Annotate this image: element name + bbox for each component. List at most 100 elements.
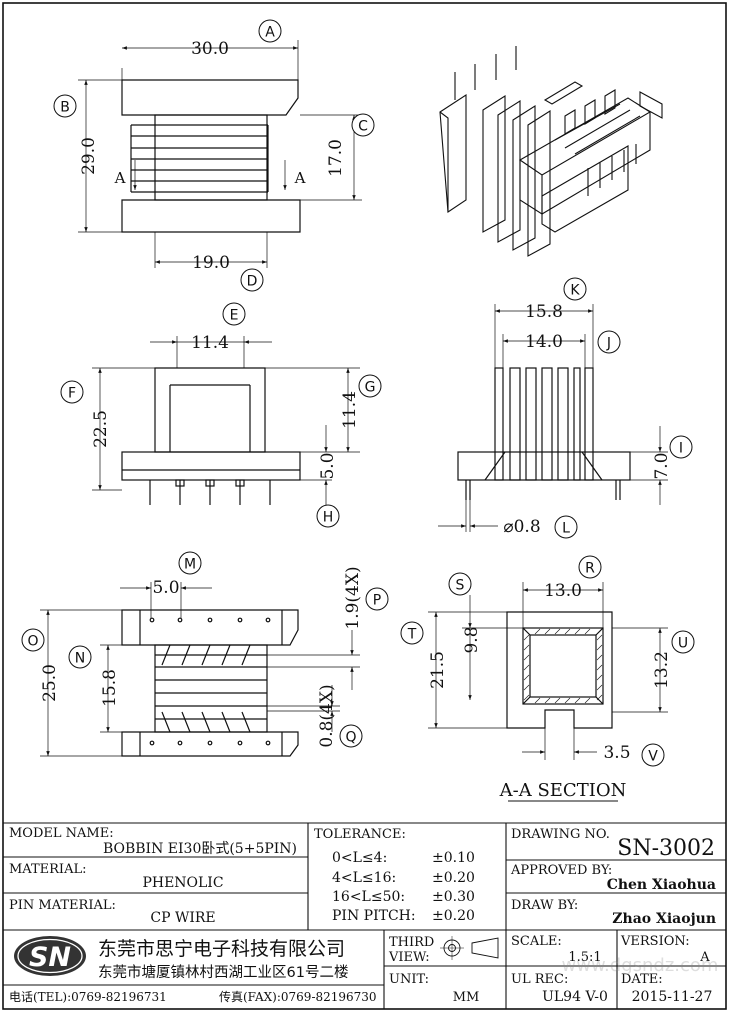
third-view-label-line1: THIRD: [389, 935, 434, 950]
balloon-n: N: [68, 645, 92, 669]
balloon-i: I: [669, 435, 693, 459]
dim-b: 29.0: [79, 137, 99, 175]
balloon-r-label: R: [585, 561, 595, 577]
balloon-l: L: [554, 515, 578, 539]
dim-v: 3.5: [603, 743, 630, 763]
balloon-e: E: [222, 302, 246, 326]
bottom-view: [40, 582, 360, 757]
dim-g: 11.4: [340, 391, 360, 429]
version-label: VERSION:: [620, 934, 690, 949]
balloon-f-label: F: [68, 386, 76, 402]
balloon-q: Q: [339, 724, 363, 748]
unit-value: MM: [453, 990, 480, 1005]
dim-r: 13.0: [544, 581, 582, 601]
dim-s: 9.8: [462, 626, 482, 653]
balloon-v-label: V: [648, 749, 658, 765]
balloon-e-label: E: [230, 308, 239, 324]
side-view: [438, 304, 668, 532]
dim-d: 19.0: [192, 253, 230, 273]
balloon-s: S: [448, 572, 472, 596]
unit-label: UNIT:: [389, 972, 429, 987]
company-tel: 电话(TEL):0769-82196731: [9, 990, 167, 1004]
material-label: MATERIAL:: [9, 862, 86, 877]
dim-i: 7.0: [652, 452, 672, 479]
balloon-c: C: [351, 113, 375, 137]
dim-l: ⌀0.8: [503, 517, 540, 537]
draw-by: Zhao Xiaojun: [612, 911, 716, 927]
tolerance-range-1: 0<L≤4:: [332, 850, 387, 866]
dim-f: 22.5: [91, 410, 111, 448]
balloon-c-label: C: [358, 119, 368, 135]
material: PHENOLIC: [142, 875, 223, 891]
balloon-d-label: D: [247, 274, 258, 290]
third-view-label-line2: VIEW:: [388, 950, 430, 965]
approved-by-label: APPROVED BY:: [510, 863, 612, 878]
section-view: [428, 582, 668, 802]
top-view: [78, 40, 362, 268]
balloon-f: F: [60, 380, 84, 404]
logo-text: SN: [29, 942, 71, 973]
date-value: 2015-11-27: [632, 989, 713, 1005]
model-name: BOBBIN EI30卧式(5+5PIN): [103, 841, 297, 857]
tolerance-label: TOLERANCE:: [314, 827, 406, 842]
balloon-p: P: [365, 587, 389, 611]
pin-material-label: PIN MATERIAL:: [9, 898, 116, 913]
balloon-u-label: U: [678, 636, 688, 652]
company-name: 东莞市思宁电子科技有限公司: [98, 938, 345, 960]
third-angle-projection-icon: [440, 936, 499, 960]
balloon-h-label: H: [323, 510, 334, 526]
dim-n: 15.8: [100, 669, 120, 707]
tolerance-value-4: ±0.20: [432, 908, 475, 924]
date-label: DATE:: [621, 972, 663, 987]
title-block-grid: [3, 822, 726, 1009]
tolerance-range-3: 16<L≤50:: [332, 889, 405, 905]
front-view: [92, 336, 360, 505]
scale-label: SCALE:: [511, 934, 562, 949]
tolerance-value-2: ±0.20: [432, 870, 475, 886]
approved-by: Chen Xiaohua: [607, 877, 716, 893]
balloon-g: G: [358, 374, 382, 398]
balloon-a-label: A: [265, 25, 275, 41]
tolerance-range-4: PIN PITCH:: [332, 908, 416, 924]
balloon-j: J: [597, 330, 621, 354]
balloon-p-label: P: [373, 593, 381, 609]
scale-value: 1.5:1: [568, 950, 601, 965]
section-mark-left: A: [114, 169, 126, 187]
balloon-v: V: [641, 743, 665, 767]
dim-e: 11.4: [191, 333, 229, 353]
section-title: A-A SECTION: [499, 780, 627, 801]
balloon-u: U: [671, 630, 695, 654]
isometric-view: [439, 46, 663, 257]
dim-h: 5.0: [318, 452, 338, 479]
balloon-m: M: [178, 551, 202, 575]
dim-j: 14.0: [525, 332, 563, 352]
dim-m: 5.0: [152, 578, 179, 598]
balloon-o-label: O: [27, 634, 38, 650]
ul-rec-value: UL94 V-0: [542, 989, 608, 1005]
dim-c: 17.0: [326, 139, 346, 177]
dim-p: 1.9(4X): [343, 566, 363, 629]
tolerance-value-1: ±0.10: [432, 850, 475, 866]
balloon-m-label: M: [184, 557, 196, 573]
dimension-labels: 30.0 29.0 17.0 19.0 A A 11.4 22.5 11.4 5…: [40, 39, 672, 801]
company-logo: SN: [14, 936, 86, 976]
balloon-s-label: S: [456, 578, 465, 594]
model-name-label: MODEL NAME:: [9, 826, 114, 841]
balloon-j-label: J: [606, 336, 611, 352]
balloon-i-label: I: [679, 441, 683, 457]
balloon-t: T: [400, 621, 424, 645]
balloon-t-label: T: [407, 627, 417, 643]
company-address: 东莞市塘厦镇林村西湖工业区61号二楼: [98, 964, 348, 981]
drawing-no: SN-3002: [617, 836, 715, 861]
drawing-no-label: DRAWING NO.: [511, 827, 610, 842]
pin-material: CP WIRE: [150, 910, 215, 926]
ul-rec-label: UL REC:: [511, 972, 568, 987]
balloon-k-label: K: [570, 283, 580, 299]
dim-q: 0.8(4X): [317, 684, 337, 747]
balloon-g-label: G: [365, 380, 376, 396]
balloon-n-label: N: [75, 651, 85, 667]
watermark: www.dgsndz.com: [562, 955, 719, 976]
balloon-l-label: L: [562, 521, 570, 537]
